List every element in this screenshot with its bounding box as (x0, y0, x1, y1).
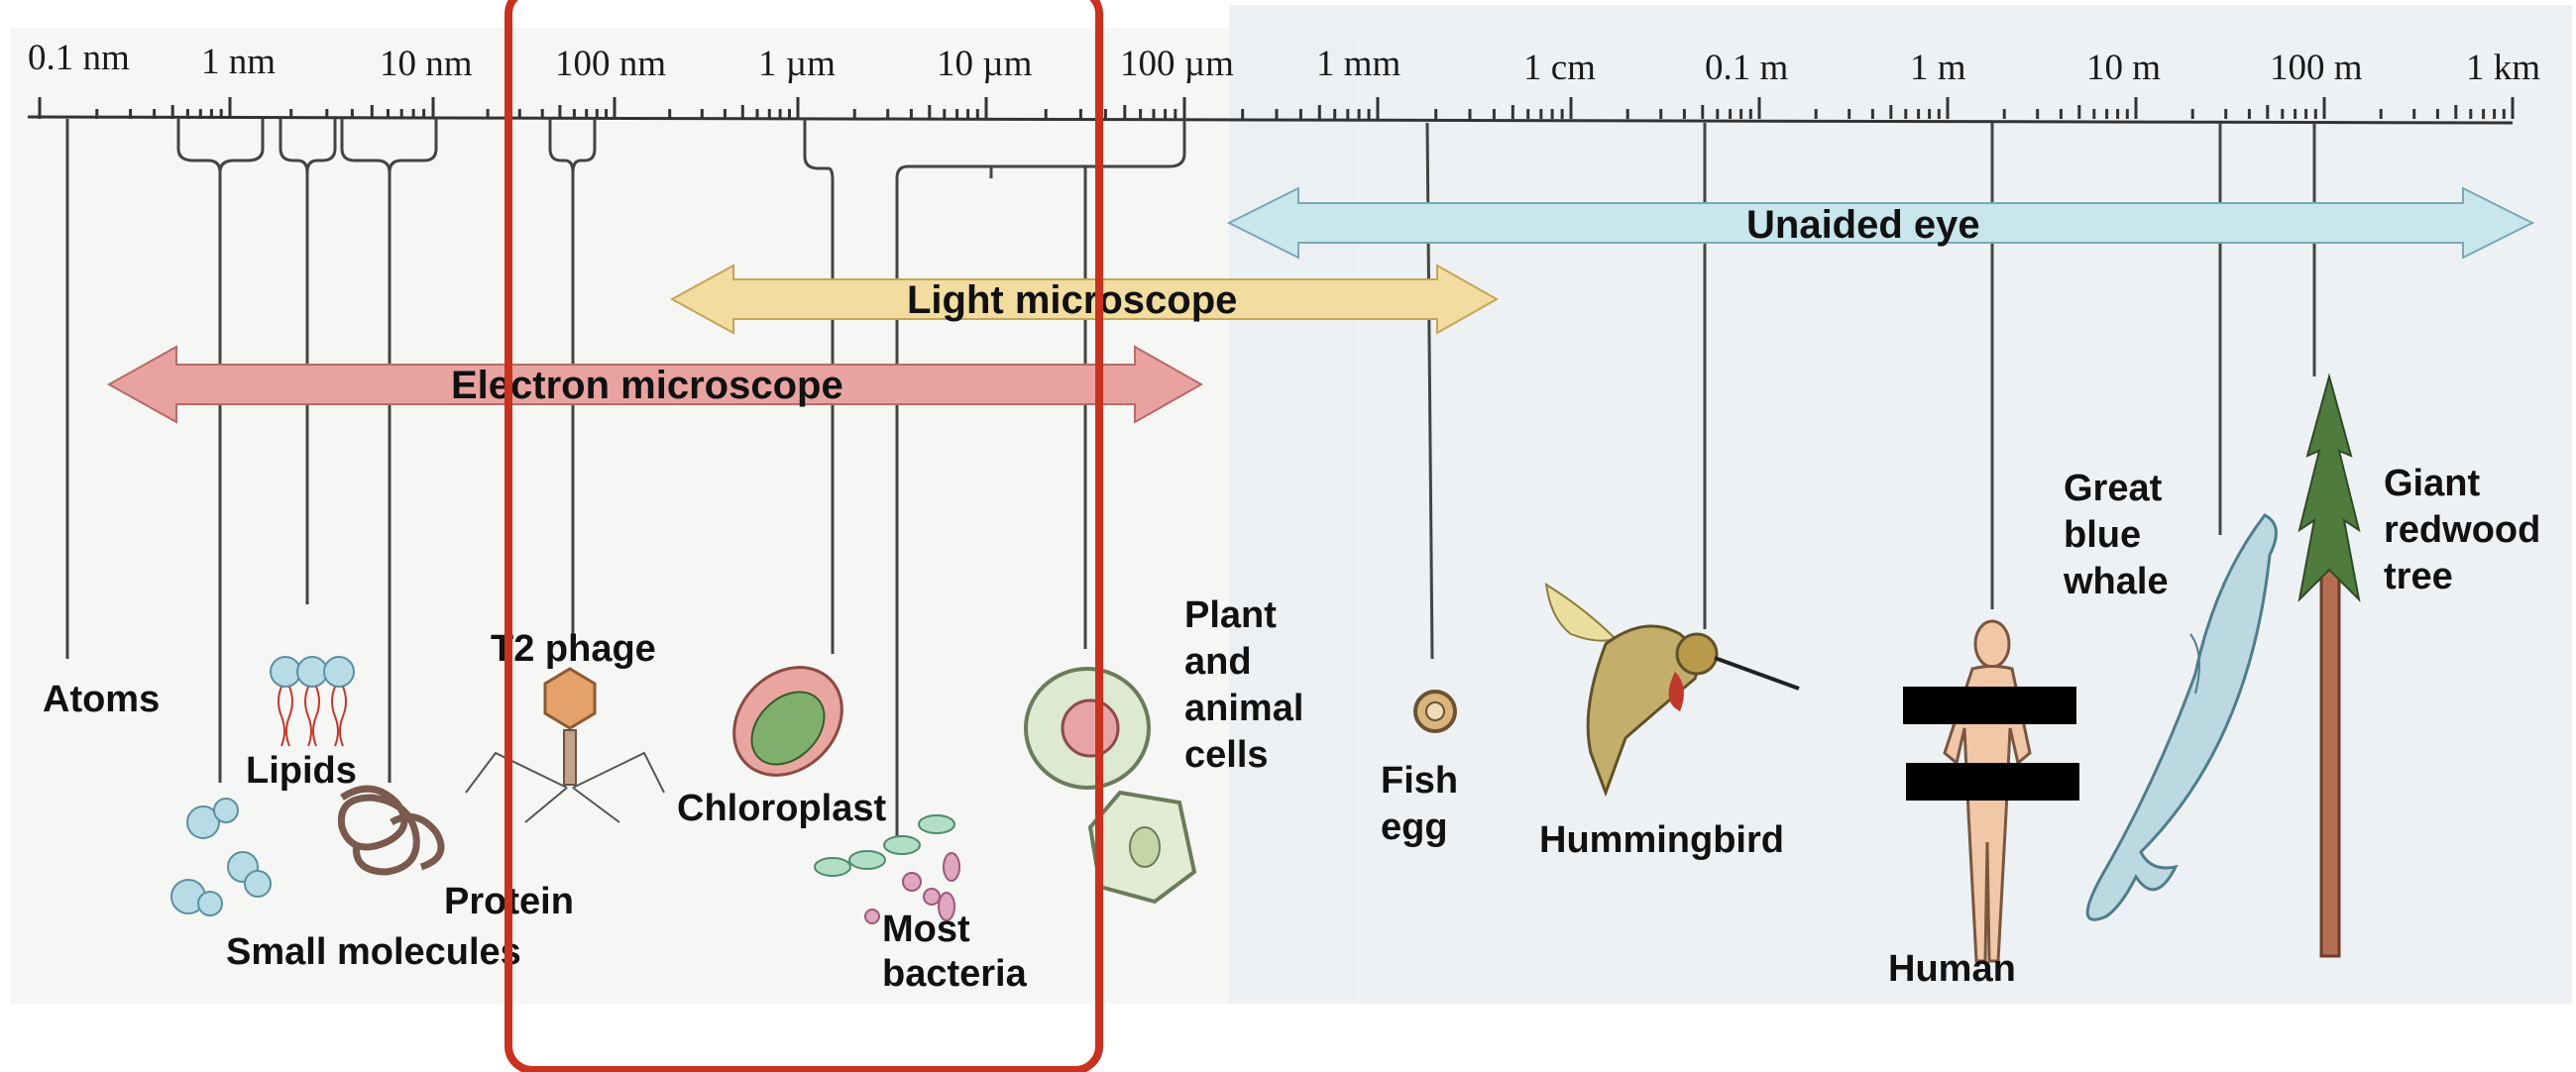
whale-label-line2: blue (2064, 514, 2141, 556)
scale-label-100nm: 100 nm (555, 44, 666, 84)
scale-label-100m: 100 m (2270, 48, 2363, 88)
atoms-label: Atoms (43, 679, 160, 720)
censor-bar-bottom (1906, 763, 2079, 801)
redwood-label-line3: tree (2384, 556, 2453, 597)
fish-egg-label-line2: egg (1381, 806, 1448, 848)
scale-label-100um: 100 µm (1120, 44, 1234, 84)
cells-label-line4: cells (1184, 734, 1269, 776)
censor-bar-top (1903, 687, 2076, 724)
cells-label-line3: animal (1184, 688, 1303, 729)
most-bacteria-label-line2: bacteria (882, 953, 1028, 995)
fish-egg-label-line1: Fish (1381, 760, 1458, 802)
most-bacteria-label-line1: Most (882, 909, 970, 950)
redwood-label-line1: Giant (2384, 463, 2480, 504)
whale-label-line1: Great (2064, 468, 2163, 509)
scale-label-1nm: 1 nm (201, 42, 276, 82)
cells-label-line1: Plant (1184, 594, 1277, 636)
redwood-label-line2: redwood (2384, 509, 2540, 551)
scale-label-0-1nm: 0.1 nm (28, 38, 130, 78)
fish-egg-icon (1415, 692, 1455, 731)
scale-label-10m: 10 m (2086, 48, 2161, 88)
t2-phage-label: T2 phage (491, 628, 656, 670)
scale-label-0-1m: 0.1 m (1705, 48, 1789, 88)
scale-label-1cm: 1 cm (1523, 48, 1596, 88)
unaided-eye-label: Unaided eye (1746, 203, 1980, 247)
scale-label-1um: 1 µm (758, 44, 836, 84)
whale-label-line3: whale (2063, 561, 2169, 602)
scale-label-10um: 10 µm (937, 44, 1033, 84)
scale-label-1km: 1 km (2466, 48, 2540, 88)
chloroplast-label: Chloroplast (677, 788, 886, 829)
cells-label-line2: and (1184, 641, 1252, 683)
lipids-label: Lipids (246, 750, 357, 792)
human-label: Human (1888, 948, 2016, 990)
hummingbird-label: Hummingbird (1539, 819, 1784, 861)
scale-label-10nm: 10 nm (380, 44, 473, 84)
scale-label-1mm: 1 mm (1316, 44, 1401, 84)
light-microscope-label: Light microscope (907, 278, 1237, 322)
small-molecules-label: Small molecules (226, 931, 521, 973)
scale-label-1m: 1 m (1910, 48, 1966, 88)
